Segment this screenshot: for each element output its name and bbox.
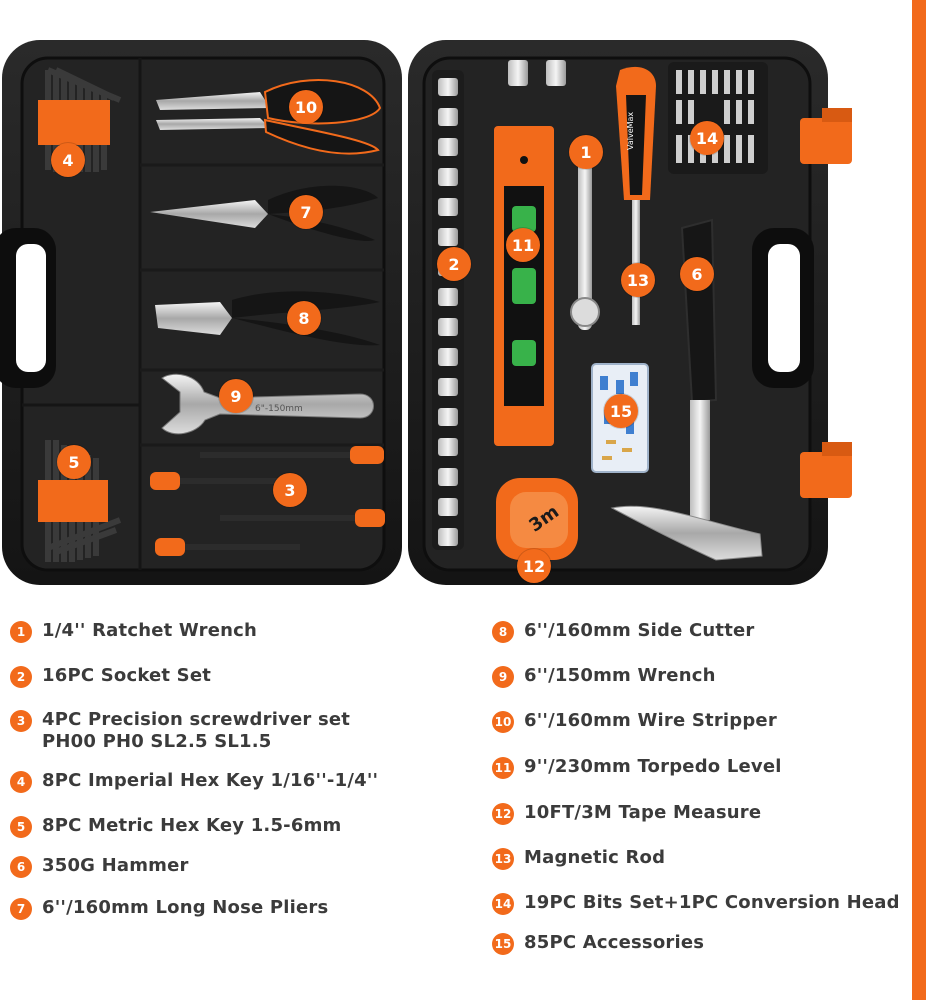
callout-5: 5: [57, 445, 91, 479]
legend-number: 8: [492, 621, 514, 643]
callout-8: 8: [287, 301, 321, 335]
callout-6: 6: [680, 257, 714, 291]
legend-item-15: 15 85PC Accessories: [492, 932, 704, 955]
wrench-size-marking: 6"-150mm: [255, 404, 303, 414]
legend-number: 13: [492, 848, 514, 870]
legend-number: 4: [10, 771, 32, 793]
legend-item-8: 8 6''/160mm Side Cutter: [492, 620, 754, 643]
legend-label: 85PC Accessories: [524, 932, 705, 953]
legend-label: 6''/160mm Wire Stripper: [524, 710, 777, 731]
callout-4: 4: [51, 143, 85, 177]
callout-9: 9: [219, 379, 253, 413]
legend-label: 19PC Bits Set+1PC Conversion Head: [524, 892, 900, 913]
legend-item-14: 14 19PC Bits Set+1PC Conversion Head: [492, 892, 900, 915]
callout-15: 15: [604, 394, 638, 428]
tape-measure: 3m: [496, 478, 578, 560]
legend-label-group: 4PC Precision screwdriver set PH00 PH0 S…: [42, 709, 350, 753]
toolkit-illustration: 6"-150mm: [0, 40, 852, 585]
toolkit-photo: 6"-150mm: [0, 40, 852, 585]
legend-number: 15: [492, 933, 514, 955]
legend-number: 2: [10, 666, 32, 688]
legend-number: 3: [10, 710, 32, 732]
torpedo-level: [494, 126, 554, 446]
callout-13: 13: [621, 263, 655, 297]
legend-item-3: 3 4PC Precision screwdriver set PH00 PH0…: [10, 709, 350, 753]
metric-hex-key-set: [38, 440, 122, 562]
legend-number: 14: [492, 893, 514, 915]
legend-number: 9: [492, 666, 514, 688]
legend-label: 10FT/3M Tape Measure: [524, 802, 762, 823]
screwdriver-brand-marking: ValveMax: [626, 112, 635, 150]
legend-label: 4PC Precision screwdriver set: [42, 709, 351, 730]
legend-item-5: 5 8PC Metric Hex Key 1.5-6mm: [10, 815, 341, 838]
bit-set: [668, 62, 768, 174]
legend-label: 9''/230mm Torpedo Level: [524, 756, 782, 777]
legend-label: 6''/160mm Side Cutter: [524, 620, 755, 641]
legend-number: 5: [10, 816, 32, 838]
legend-label: 16PC Socket Set: [42, 665, 212, 686]
legend-item-13: 13 Magnetic Rod: [492, 847, 665, 870]
socket-set: [432, 60, 566, 550]
legend-item-2: 2 16PC Socket Set: [10, 665, 211, 688]
imperial-hex-key-set: [38, 67, 122, 172]
ratchet-wrench: [570, 160, 600, 330]
callout-2: 2: [437, 247, 471, 281]
legend-item-11: 11 9''/230mm Torpedo Level: [492, 756, 782, 779]
callout-11: 11: [506, 228, 540, 262]
legend-number: 6: [10, 856, 32, 878]
callout-7: 7: [289, 195, 323, 229]
legend-item-10: 10 6''/160mm Wire Stripper: [492, 710, 777, 733]
magnetic-screwdriver: ValveMax: [616, 66, 656, 325]
adjustable-wrench: 6"-150mm: [161, 373, 374, 435]
legend-number: 10: [492, 711, 514, 733]
legend-item-12: 12 10FT/3M Tape Measure: [492, 802, 761, 825]
legend-item-9: 9 6''/150mm Wrench: [492, 665, 716, 688]
legend-item-1: 1 1/4'' Ratchet Wrench: [10, 620, 257, 643]
legend-number: 12: [492, 803, 514, 825]
callout-12: 12: [517, 549, 551, 583]
legend-label: 6''/160mm Long Nose Pliers: [42, 897, 329, 918]
legend-number: 11: [492, 757, 514, 779]
legend-label: 8PC Metric Hex Key 1.5-6mm: [42, 815, 342, 836]
legend-item-4: 4 8PC Imperial Hex Key 1/16''-1/4'': [10, 770, 378, 793]
callout-3: 3: [273, 473, 307, 507]
legend-label: 6''/150mm Wrench: [524, 665, 716, 686]
legend-label-line2: PH00 PH0 SL2.5 SL1.5: [42, 731, 272, 752]
legend-item-7: 7 6''/160mm Long Nose Pliers: [10, 897, 328, 920]
legend-number: 1: [10, 621, 32, 643]
legend-label: 8PC Imperial Hex Key 1/16''-1/4'': [42, 770, 379, 791]
legend-number: 7: [10, 898, 32, 920]
callout-10: 10: [289, 90, 323, 124]
callout-1: 1: [569, 135, 603, 169]
legend-label: 350G Hammer: [42, 855, 189, 876]
legend-label: 1/4'' Ratchet Wrench: [42, 620, 258, 641]
orange-side-stripe: [912, 0, 926, 1000]
legend-item-6: 6 350G Hammer: [10, 855, 189, 878]
legend-label: Magnetic Rod: [524, 847, 666, 868]
callout-14: 14: [690, 121, 724, 155]
precision-screwdrivers: [150, 446, 385, 556]
